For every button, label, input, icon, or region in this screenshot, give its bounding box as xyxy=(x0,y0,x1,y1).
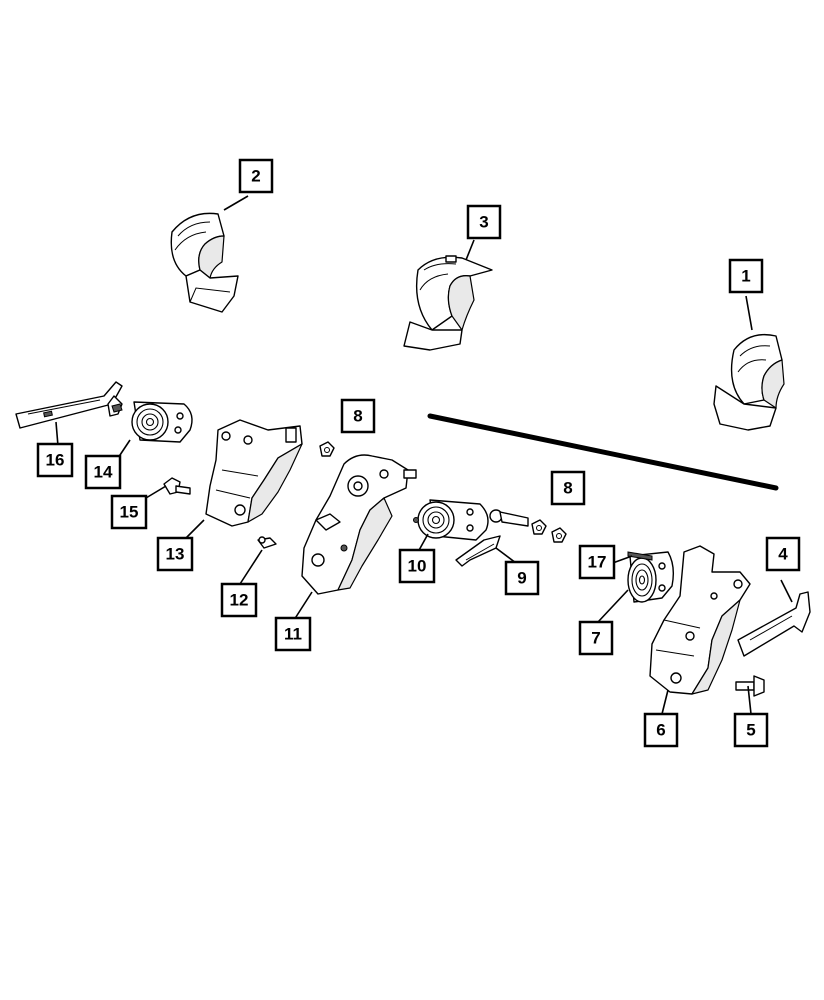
callout-14-label: 14 xyxy=(94,463,113,482)
callout-10-label: 10 xyxy=(408,557,427,576)
part-3-cover xyxy=(403,255,493,351)
callout-16: 16 xyxy=(36,442,74,478)
callout-14: 14 xyxy=(84,454,122,490)
callout-10: 10 xyxy=(398,548,436,584)
callout-13-label: 13 xyxy=(166,545,185,564)
part-6-bracket xyxy=(649,545,751,695)
part-11-seat-bracket xyxy=(301,454,417,595)
part-12-pin xyxy=(257,536,277,549)
callout-8a-label: 8 xyxy=(353,407,362,426)
callout-8a: 8 xyxy=(340,398,376,434)
part-16-lever xyxy=(15,381,123,429)
callout-3-label: 3 xyxy=(479,213,488,232)
part-15-bolt xyxy=(163,477,191,495)
part-2-cover xyxy=(170,212,239,313)
callout-9-label: 9 xyxy=(517,569,526,588)
callout-2-label: 2 xyxy=(251,167,260,186)
callout-6-label: 6 xyxy=(656,721,665,740)
callout-17: 17 xyxy=(578,544,616,580)
callout-13: 13 xyxy=(156,536,194,572)
part-4-lever xyxy=(737,591,811,657)
callout-4-label: 4 xyxy=(778,545,788,564)
part-14-spring-mechanism xyxy=(107,395,193,443)
callout-12: 12 xyxy=(220,582,258,618)
callout-7-label: 7 xyxy=(591,629,600,648)
callout-15: 15 xyxy=(110,494,148,530)
callout-9: 9 xyxy=(504,560,540,596)
callout-8b: 8 xyxy=(550,470,586,506)
callout-11-label: 11 xyxy=(284,625,302,644)
callout-5-label: 5 xyxy=(746,721,755,740)
callout-11: 11 xyxy=(274,616,312,652)
rod xyxy=(427,413,779,491)
callout-17-label: 17 xyxy=(588,553,607,572)
part-8-nuts-right xyxy=(531,519,567,543)
part-9-lever xyxy=(455,509,529,567)
callout-4: 4 xyxy=(765,536,801,572)
callout-8b-label: 8 xyxy=(563,479,572,498)
callout-16-label: 16 xyxy=(46,451,65,470)
callout-12-label: 12 xyxy=(230,591,249,610)
part-8-nut-left xyxy=(319,441,335,457)
callout-7: 7 xyxy=(578,620,614,656)
callout-1-label: 1 xyxy=(741,267,750,286)
part-17-pin xyxy=(627,551,653,561)
callout-2: 2 xyxy=(238,158,274,194)
part-5-bolt xyxy=(735,675,765,697)
callout-6: 6 xyxy=(643,712,679,748)
part-13-bracket xyxy=(205,419,303,527)
callout-3: 3 xyxy=(466,204,502,240)
callout-15-label: 15 xyxy=(120,503,139,522)
callout-5: 5 xyxy=(733,712,769,748)
part-1-cover xyxy=(713,333,785,431)
part-7-spring-mechanism xyxy=(627,551,675,603)
part-10-spring-mechanism xyxy=(413,499,489,541)
callout-1: 1 xyxy=(728,258,764,294)
